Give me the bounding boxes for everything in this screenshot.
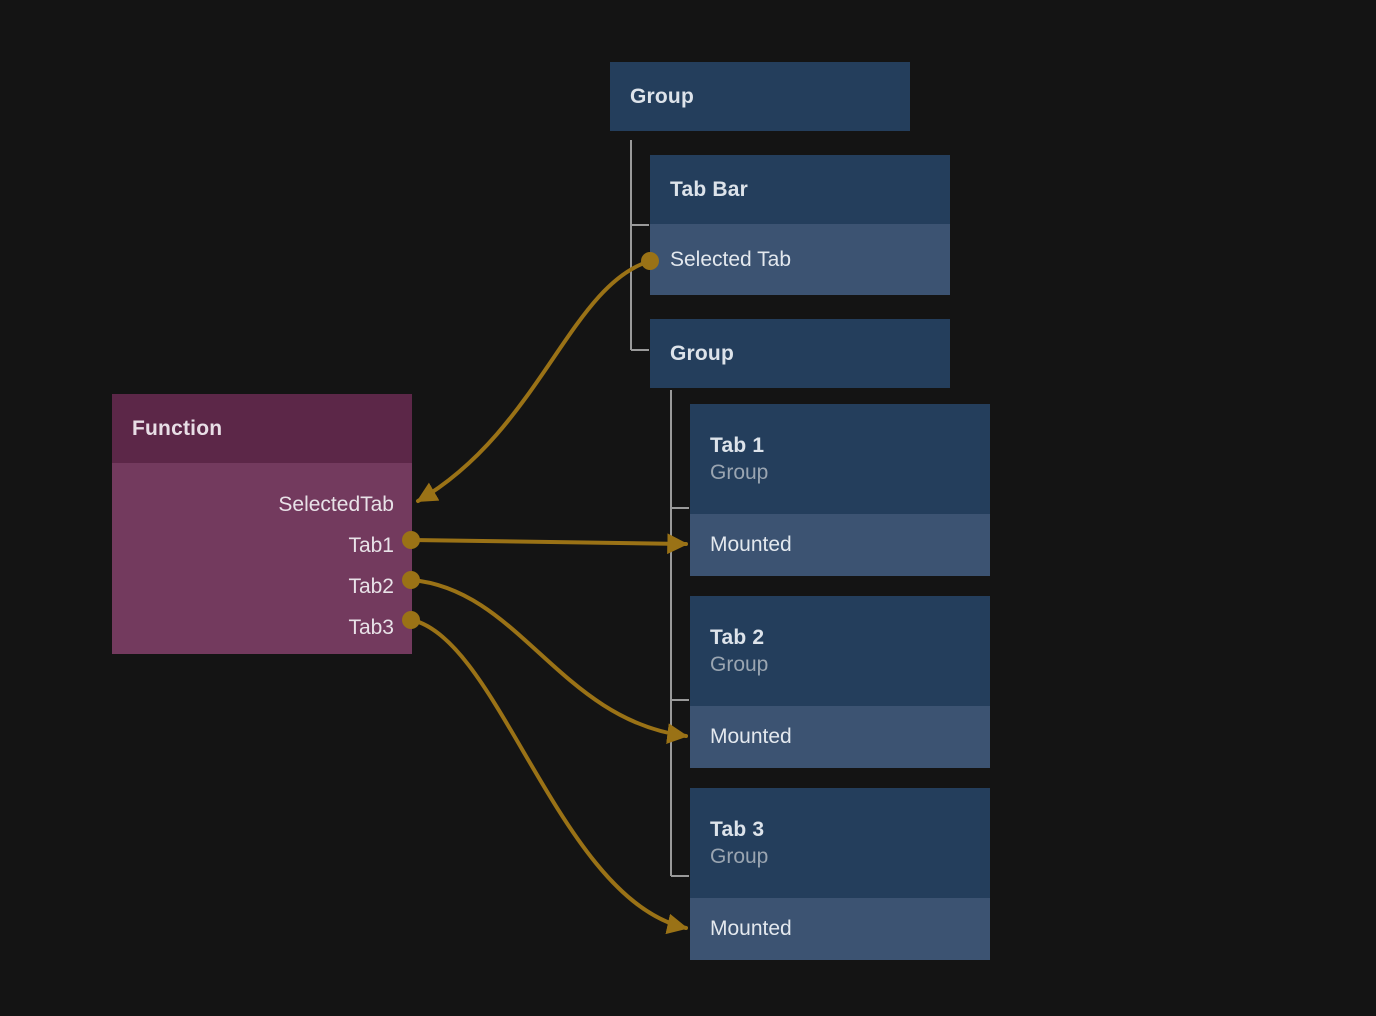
wire-selected-tab [416,259,652,503]
tab-1-mounted-label: Mounted [710,533,792,556]
pin-tab3[interactable]: Tab3 [112,607,412,648]
tab-3-title: Tab 3 [710,818,765,841]
selected-tab-label: Selected Tab [670,247,792,271]
tab-2-mounted-label: Mounted [710,725,792,748]
child-group-header: Group [650,319,950,388]
pin-selected-tab-label: SelectedTab [278,492,394,516]
tab-1-header: Tab 1 Group [690,404,990,514]
child-group-title: Group [670,342,734,365]
selected-tab-row[interactable]: Selected Tab [650,224,950,295]
root-group-title: Group [630,85,694,108]
pin-tab2[interactable]: Tab2 [112,566,412,607]
pin-tab1[interactable]: Tab1 [112,525,412,566]
pin-tab1-label: Tab1 [348,533,394,557]
tab-bar-header: Tab Bar [650,155,950,224]
wire-tab3 [410,618,689,935]
tab-3-node[interactable]: Tab 3 Group Mounted [690,788,990,960]
tab-2-header: Tab 2 Group [690,596,990,706]
tab-1-subtitle: Group [710,461,769,484]
tab-1-node[interactable]: Tab 1 Group Mounted [690,404,990,576]
function-node-header: Function [112,394,412,463]
function-node[interactable]: Function SelectedTab Tab1 Tab2 Tab3 [112,394,412,654]
tab-2-subtitle: Group [710,653,769,676]
pin-selected-tab[interactable]: SelectedTab [112,484,412,525]
pin-tab2-label: Tab2 [348,574,394,598]
wire-tab2 [410,578,689,744]
tab-3-header: Tab 3 Group [690,788,990,898]
root-group-header: Group [610,62,910,131]
pin-tab3-label: Tab3 [348,615,394,639]
function-node-title: Function [132,416,223,440]
tab-bar-title: Tab Bar [670,178,749,201]
tab-3-mounted-label: Mounted [710,917,792,940]
function-node-body: SelectedTab Tab1 Tab2 Tab3 [112,463,412,654]
child-group-node[interactable]: Group [650,319,950,388]
tab-2-mounted-row[interactable]: Mounted [690,706,990,768]
tab-2-node[interactable]: Tab 2 Group Mounted [690,596,990,768]
tab-bar-node[interactable]: Tab Bar Selected Tab [650,155,950,295]
tab-2-title: Tab 2 [710,626,765,649]
tab-3-subtitle: Group [710,845,769,868]
tab-1-mounted-row[interactable]: Mounted [690,514,990,576]
root-group-node[interactable]: Group [610,62,910,131]
tab-3-mounted-row[interactable]: Mounted [690,898,990,960]
wire-tab1 [410,533,689,555]
pin-dots [402,252,659,629]
tab-1-title: Tab 1 [710,434,765,457]
